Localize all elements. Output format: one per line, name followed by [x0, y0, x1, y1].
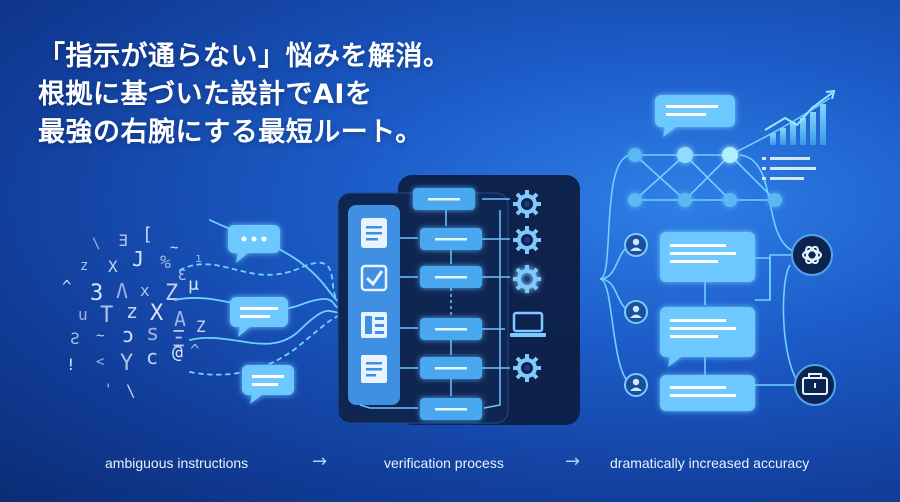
- scatter-glyph: X: [150, 301, 164, 326]
- flow-steps: [359, 188, 510, 420]
- note-icon: [361, 355, 387, 383]
- chat-bubble-1: [228, 225, 280, 263]
- scatter-glyph: %: [160, 252, 171, 273]
- scatter-glyph: ı: [195, 251, 202, 265]
- ai-logo-icon: [791, 234, 833, 276]
- caption-ambiguous-instructions: ambiguous instructions: [105, 455, 249, 471]
- scatter-glyph: T: [100, 303, 113, 328]
- scatter-glyph: 3: [90, 281, 103, 306]
- scatter-glyph: \: [126, 381, 136, 400]
- user-icon-1: [624, 233, 648, 257]
- scatter-glyph: @: [172, 342, 183, 363]
- chat-bubble-3: [242, 365, 294, 404]
- scatter-glyph: Y: [120, 351, 133, 376]
- caption-increased-accuracy: dramatically increased accuracy: [610, 455, 810, 471]
- scatter-glyph: ^: [62, 277, 72, 296]
- scatter-glyph: c: [146, 345, 158, 369]
- scatter-glyph: u: [78, 305, 88, 324]
- scatter-glyph: X: [108, 257, 118, 276]
- scatter-glyph: ~: [96, 328, 104, 344]
- scatter-glyph: z: [126, 299, 138, 323]
- scatter-glyph: Z: [165, 281, 178, 306]
- laptop-icon: [510, 311, 546, 337]
- briefcase-icon: [794, 364, 836, 406]
- gear-icon-3: [511, 263, 543, 295]
- caption-arrow-2: →: [565, 451, 581, 472]
- scatter-glyph: Ƨ: [70, 329, 80, 348]
- result-card-3: [660, 375, 755, 411]
- result-card-2: [660, 307, 755, 367]
- gear-icon-2: [511, 224, 543, 256]
- caption-arrow-1: →: [312, 451, 328, 472]
- scatter-glyph: Ǝ: [118, 231, 128, 250]
- scatter-glyph: Ξ: [172, 327, 185, 352]
- chart-icon: [762, 89, 836, 180]
- user-icon-2: [624, 300, 648, 324]
- scatter-glyph: A: [174, 307, 186, 331]
- scatter-glyph: ': [104, 382, 112, 398]
- chat-bubble-2: [230, 297, 288, 337]
- scatter-glyph: !: [66, 355, 76, 374]
- document-icon: [361, 218, 387, 248]
- scatter-glyph: s: [146, 321, 159, 346]
- scatter-glyph: [: [142, 224, 153, 245]
- list-icon: [361, 312, 387, 338]
- headline: 「指示が通らない」悩みを解消。 根拠に基づいた設計でAIを 最強の右腕にする最短…: [38, 38, 451, 152]
- scatter-glyph: <: [96, 354, 104, 370]
- network-nodes: [628, 147, 782, 207]
- scatter-glyph: J: [132, 247, 144, 271]
- checkbox-icon: [360, 264, 388, 292]
- result-card-1: [660, 232, 755, 282]
- scatter-glyph: ~: [170, 240, 178, 256]
- chat-bubble-top-right: [655, 95, 735, 137]
- scatter-glyph: z: [80, 258, 88, 274]
- scatter-glyph: Ʌ: [116, 279, 128, 303]
- scatter-glyph: \: [92, 236, 100, 252]
- gear-icon-4: [511, 352, 543, 384]
- scatter-glyph: ɔ: [122, 323, 134, 347]
- verification-panel: [337, 175, 580, 425]
- scatter-glyph: Z: [196, 317, 206, 336]
- scatter-glyph: μ: [188, 274, 199, 295]
- caption-verification-process: verification process: [384, 455, 504, 471]
- headline-line-3: 最強の右腕にする最短ルート。: [38, 117, 423, 148]
- scatter-glyph: ^: [190, 341, 200, 360]
- scatter-glyph: x: [140, 281, 150, 300]
- headline-line-1: 「指示が通らない」悩みを解消。: [38, 41, 451, 72]
- headline-line-2: 根拠に基づいた設計でAIを: [38, 79, 373, 110]
- scatter-glyph: Ɛ: [178, 268, 186, 284]
- user-icon-3: [624, 373, 648, 397]
- gear-icon-1: [511, 188, 543, 220]
